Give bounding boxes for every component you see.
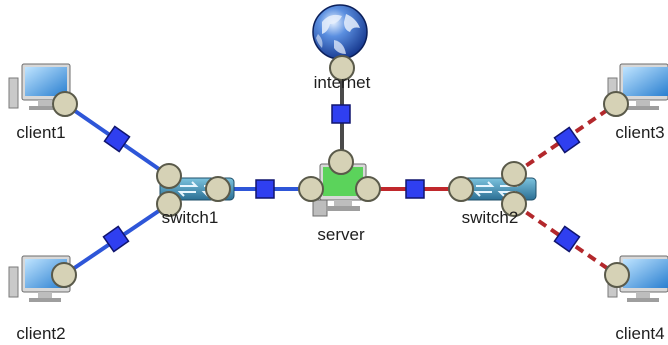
- port-client2[interactable]: [51, 262, 77, 288]
- port-switch2-bottom[interactable]: [501, 191, 527, 217]
- port-client1[interactable]: [52, 91, 78, 117]
- ports: [51, 55, 630, 288]
- port-server-left[interactable]: [298, 176, 324, 202]
- port-client3[interactable]: [603, 91, 629, 117]
- port-switch1-bottom[interactable]: [156, 191, 182, 217]
- globe-icon[interactable]: [312, 4, 368, 60]
- client4-computer-icon[interactable]: [607, 255, 668, 302]
- label-server: server: [317, 225, 365, 244]
- label-switch1: switch1: [161, 208, 219, 227]
- label-client4: client4: [615, 324, 665, 343]
- port-switch1-top[interactable]: [156, 163, 182, 189]
- link-marker[interactable]: [405, 179, 425, 199]
- client1-computer-icon[interactable]: [8, 63, 71, 110]
- link-marker[interactable]: [255, 179, 275, 199]
- port-switch2-top[interactable]: [501, 161, 527, 187]
- label-client2: client2: [16, 324, 66, 343]
- link-marker[interactable]: [553, 225, 581, 253]
- port-client4[interactable]: [604, 262, 630, 288]
- label-internet: internet: [313, 73, 371, 92]
- link-marker[interactable]: [102, 225, 130, 253]
- port-server-right[interactable]: [355, 176, 381, 202]
- label-client1: client1: [16, 123, 66, 142]
- port-server-top[interactable]: [328, 149, 354, 175]
- port-switch2-left[interactable]: [448, 176, 474, 202]
- link-marker[interactable]: [553, 126, 581, 154]
- label-client3: client3: [615, 123, 665, 142]
- link-marker[interactable]: [331, 104, 351, 124]
- label-switch2: switch2: [461, 208, 519, 227]
- link-marker[interactable]: [103, 125, 131, 153]
- port-internet[interactable]: [329, 55, 355, 81]
- link-markers: [102, 104, 581, 253]
- port-switch1-right[interactable]: [205, 176, 231, 202]
